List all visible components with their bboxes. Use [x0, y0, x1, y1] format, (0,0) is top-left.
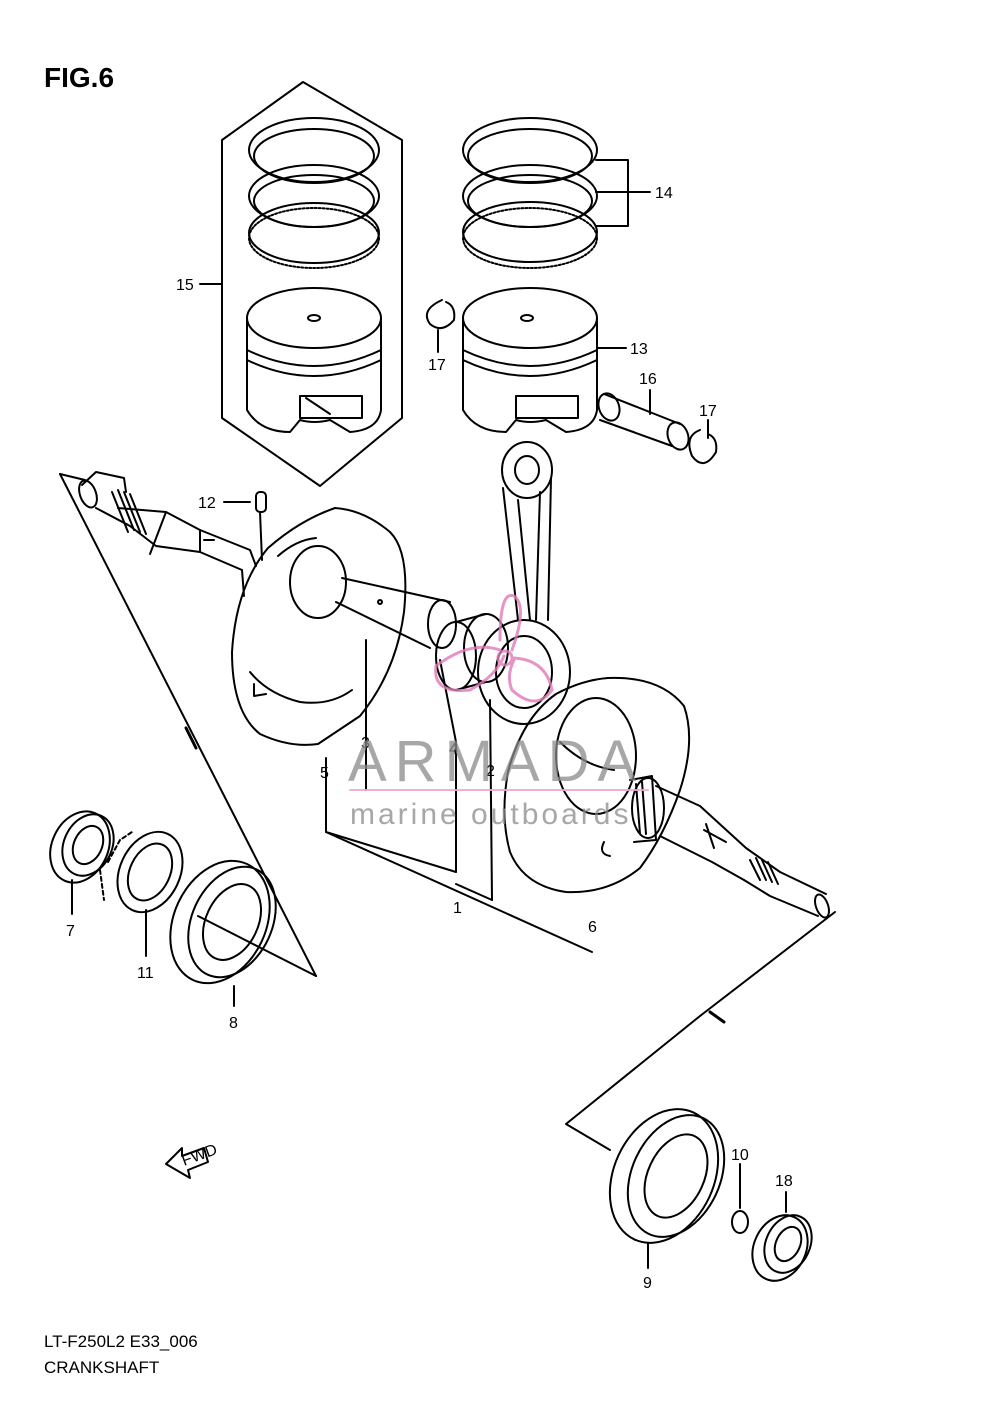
callout-15: 15 [176, 277, 194, 294]
callout-12: 12 [198, 495, 216, 512]
watermark-logo-icon [434, 593, 554, 703]
callout-16: 16 [639, 371, 657, 388]
fwd-arrow-icon [165, 1147, 209, 1179]
callout-4: 4 [449, 741, 458, 758]
watermark-brand: ARMADA [348, 729, 645, 794]
callout-13: 13 [630, 341, 648, 358]
oil-seal-18 [751, 1191, 813, 1282]
callout-2: 2 [486, 763, 495, 780]
callout-17a: 17 [428, 357, 446, 374]
callout-18: 18 [775, 1173, 793, 1190]
callout-5: 5 [320, 765, 329, 782]
assembly-frame [59, 473, 317, 977]
callout-8: 8 [229, 1015, 238, 1032]
bearing-7 [49, 810, 115, 915]
callout-10: 10 [731, 1147, 749, 1164]
dowel-pin-12 [223, 491, 267, 561]
callout-labels: 1 2 3 4 5 6 7 8 9 10 11 12 13 14 15 16 1… [66, 185, 793, 1292]
needle-bearing-4 [435, 613, 509, 743]
crankshaft-left-end [78, 471, 257, 597]
bearing-9 [608, 1108, 726, 1269]
figure-code: LT-F250L2 E33_006 [44, 1332, 198, 1351]
crankshaft-right-end [629, 775, 830, 919]
connecting-rod-2 [477, 441, 571, 901]
kit-frame-15 [221, 81, 403, 487]
callout-1: 1 [453, 900, 462, 917]
callout-17b: 17 [699, 403, 717, 420]
timing-gear-11 [99, 830, 184, 957]
crank-web-5 [231, 507, 407, 746]
washer-10 [731, 1163, 749, 1234]
leader-14 [595, 159, 651, 227]
circlip-17a [426, 299, 456, 330]
piston-pin-16 [597, 389, 690, 451]
circlip-17b [688, 429, 718, 464]
crank-pin-3 [335, 577, 457, 741]
piston-rings-kit [248, 117, 380, 269]
callout-11: 11 [137, 965, 154, 982]
piston-kit [246, 287, 382, 433]
callout-7: 7 [66, 923, 75, 940]
callout-14: 14 [655, 185, 673, 202]
callout-9: 9 [643, 1275, 652, 1292]
callout-6: 6 [588, 919, 597, 936]
bearing-8 [169, 859, 277, 1007]
crank-web-6 [503, 676, 691, 894]
figure-number: FIG.6 [44, 62, 115, 93]
figure-name: CRANKSHAFT [44, 1358, 160, 1377]
callout-3: 3 [361, 735, 370, 752]
piston-rings-14 [462, 117, 598, 269]
watermark-tagline: marine outboards [350, 798, 632, 831]
piston-13 [462, 287, 598, 433]
